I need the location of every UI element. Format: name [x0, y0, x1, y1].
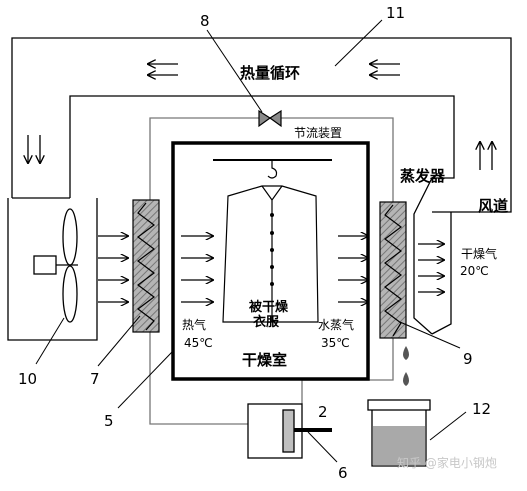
fan-flow-arrows	[98, 236, 128, 302]
watermark: 知乎 @家电小钢炮	[397, 455, 497, 470]
down-arrows	[28, 135, 40, 163]
fan-motor	[33, 255, 57, 275]
dry-air-label: 干燥气	[461, 246, 497, 261]
clothes-label-line1: 被干燥	[248, 299, 289, 315]
heat-cycle-label: 热量循环	[240, 64, 300, 82]
fan-housing	[7, 198, 98, 341]
clothes-label-line2: 衣服	[253, 314, 280, 330]
top-flow-arrows	[148, 64, 400, 75]
callout-10: 10	[18, 370, 37, 388]
steam-label: 水蒸气	[318, 317, 354, 332]
evaporator-label: 蒸发器	[400, 167, 446, 185]
callout-leaders	[35, 19, 467, 463]
callout-5: 5	[104, 412, 114, 430]
compressor	[247, 403, 332, 459]
dry-air-temp: 20℃	[460, 264, 489, 278]
evaporator-outlet	[413, 177, 452, 335]
throttle-valve	[258, 109, 282, 128]
callout-7: 7	[90, 370, 100, 388]
water-droplets	[403, 346, 409, 386]
steam-arrows	[338, 236, 368, 302]
clothes-rack	[213, 159, 332, 323]
air-duct-label: 风道	[478, 197, 508, 215]
fan-blade-top	[62, 208, 78, 266]
shirt-buttons	[270, 213, 274, 286]
callout-8: 8	[200, 12, 210, 30]
air-duct-outer	[11, 37, 512, 213]
condenser	[132, 199, 160, 333]
hot-air-arrows	[181, 236, 213, 302]
callout-6: 6	[338, 464, 348, 482]
up-arrows	[480, 142, 492, 170]
evaporator-coil	[379, 201, 407, 339]
drying-room-label: 干燥室	[242, 351, 287, 369]
hot-air-temp: 45℃	[184, 336, 213, 350]
fan-blade-bottom	[62, 265, 78, 323]
callout-11: 11	[386, 4, 405, 22]
callout-2: 2	[318, 403, 328, 421]
callout-9: 9	[463, 350, 473, 368]
throttle-label: 节流装置	[294, 126, 342, 140]
hot-air-label: 热气	[182, 317, 206, 332]
callout-12: 12	[472, 400, 491, 418]
water-tank	[367, 399, 431, 467]
outlet-arrows	[418, 244, 444, 292]
steam-temp: 35℃	[321, 336, 350, 350]
